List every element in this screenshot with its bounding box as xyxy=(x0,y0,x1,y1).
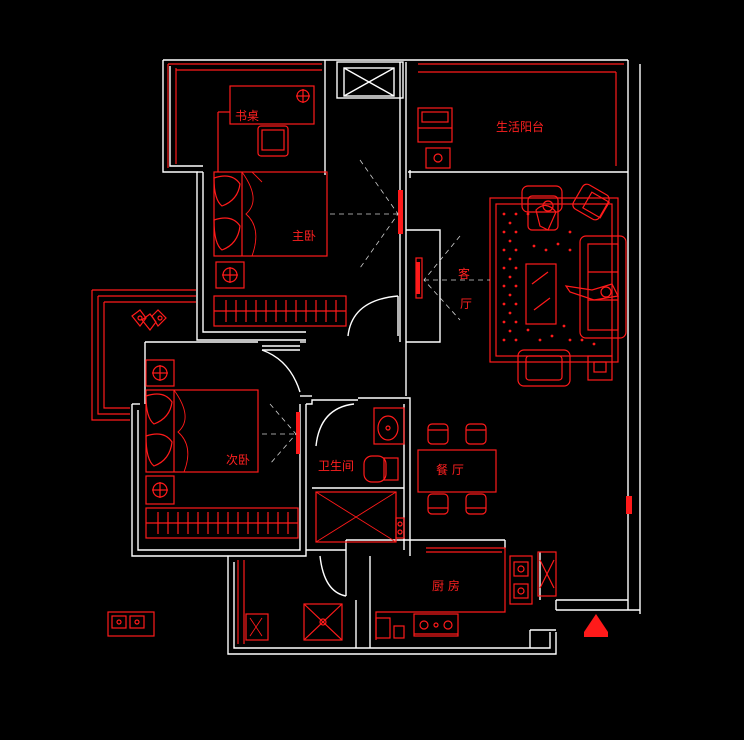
sink-symbol xyxy=(107,611,155,637)
coffee-table xyxy=(525,263,557,325)
label-living-room-1: 客 xyxy=(458,266,470,281)
water-heater xyxy=(303,603,343,641)
kitchen xyxy=(319,547,557,640)
bathroom xyxy=(315,403,405,543)
master-bedroom xyxy=(213,85,403,337)
entrance-arrow-icon xyxy=(584,614,608,637)
study-desk xyxy=(229,85,315,125)
label-bathroom: 卫生间 xyxy=(318,459,354,473)
double-sink xyxy=(509,555,533,605)
second-bed xyxy=(145,389,259,473)
second-bedroom xyxy=(131,309,301,539)
sofa xyxy=(579,235,627,339)
label-second-bedroom: 次卧 xyxy=(226,453,250,467)
desk-chair xyxy=(257,125,289,157)
nightstand xyxy=(215,261,245,289)
dining-room xyxy=(417,423,632,515)
balcony-railings xyxy=(91,63,624,644)
stove xyxy=(413,613,459,637)
plant-pot xyxy=(245,613,269,641)
wash-basin xyxy=(373,407,405,445)
armchair xyxy=(521,185,563,213)
label-living-balcony: 生活阳台 xyxy=(496,119,544,134)
vent-shaft xyxy=(343,67,395,97)
dining-table xyxy=(417,449,497,493)
label-living-room-2: 厅 xyxy=(460,297,472,311)
label-kitchen: 厨 房 xyxy=(432,578,460,593)
label-study-desk: 书桌 xyxy=(235,109,259,123)
plant-icon xyxy=(131,309,167,331)
master-bed xyxy=(213,171,328,257)
armchair-bottom xyxy=(517,349,571,387)
shower xyxy=(315,491,397,543)
label-master-bedroom: 主卧 xyxy=(292,229,316,243)
living-room xyxy=(415,183,627,387)
toilet xyxy=(363,455,387,483)
walls xyxy=(131,59,641,655)
living-balcony xyxy=(417,107,453,169)
washing-machine xyxy=(417,107,453,143)
label-dining-room: 餐 厅 xyxy=(436,462,464,477)
utility-area xyxy=(107,603,343,641)
